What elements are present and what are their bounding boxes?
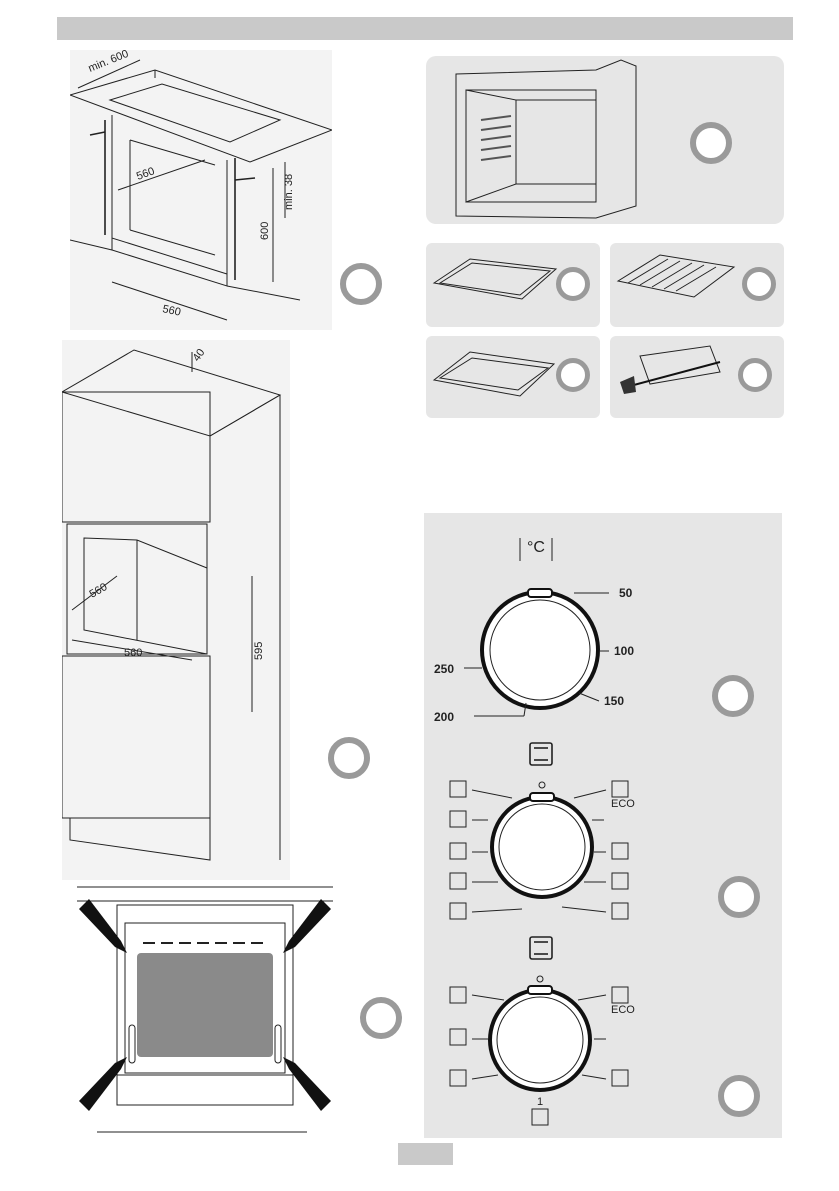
dim-40: 40 (191, 347, 208, 364)
shallow-tray-drawing (432, 258, 558, 300)
accessory-panel-tray (426, 243, 600, 327)
dim-595: 595 (253, 642, 265, 660)
control-knobs-panel: 50 100 150 200 250 ECO (424, 513, 782, 1138)
dim-600-height: 600 (259, 222, 271, 240)
accessory-panel-rotisserie (610, 336, 784, 418)
oven-fixing-drawing (77, 886, 333, 1133)
column-drawing: 40 560 560 595 (60, 347, 282, 861)
callout-circle-9 (712, 675, 754, 717)
callout-circle-10 (718, 876, 760, 918)
callout-circle-3 (360, 997, 402, 1039)
dim-560-width: 560 (124, 647, 142, 659)
oven-cavity-drawing (455, 59, 637, 219)
dim-min-38: min. 38 (283, 174, 295, 210)
callout-circle-5 (556, 267, 590, 301)
rotisserie-drawing (620, 345, 721, 394)
accessory-panel-deep-tray (426, 336, 600, 418)
dim-560-depth: 560 (135, 165, 156, 183)
temp-label-50: 50 (619, 586, 633, 600)
selector1-eco: ECO (611, 798, 635, 810)
selector2-position-1: 1 (537, 1096, 543, 1108)
selector2-eco: ECO (611, 1004, 635, 1016)
callout-circle-11 (718, 1075, 760, 1117)
temp-label-150: 150 (604, 694, 624, 708)
install-diagram-column: 40 560 560 595 (60, 340, 290, 880)
header-bar (57, 17, 793, 40)
deep-tray-drawing (432, 351, 556, 397)
callout-circle-6 (742, 267, 776, 301)
page-number-tab (398, 1143, 453, 1165)
oven-fixing-diagram (77, 885, 333, 1135)
callout-circle-8 (738, 358, 772, 392)
temp-label-250: 250 (434, 662, 454, 676)
undercounter-drawing: min. 600 560 600 min. 38 560 (68, 48, 334, 321)
callout-circle-2 (328, 737, 370, 779)
thermostat-unit-symbol: °C (527, 539, 545, 556)
install-diagram-undercounter: min. 600 560 600 min. 38 560 (68, 48, 334, 330)
callout-circle-7 (556, 358, 590, 392)
callout-circle-1 (340, 263, 382, 305)
accessory-panel-grid (610, 243, 784, 327)
temp-label-100: 100 (614, 644, 634, 658)
oven-cavity-panel (426, 56, 784, 224)
dim-560-width: 560 (161, 303, 181, 319)
dim-min-600: min. 600 (87, 50, 131, 75)
wire-shelf-drawing (616, 254, 736, 298)
temp-label-200: 200 (434, 710, 454, 724)
callout-circle-4 (690, 122, 732, 164)
knobs-drawing: 50 100 150 200 250 ECO (434, 538, 635, 1126)
